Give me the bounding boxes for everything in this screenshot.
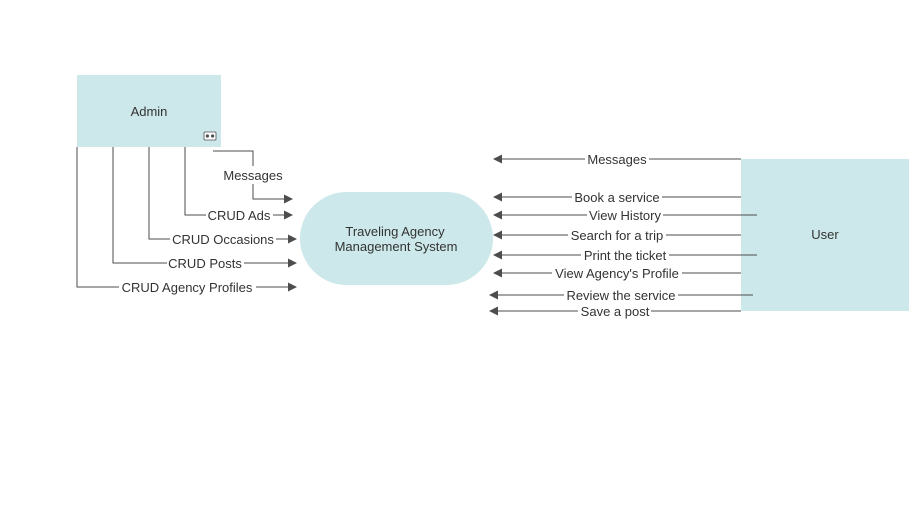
flow-label: Search for a trip [571,228,664,243]
admin-flows: Messages CRUD Ads CRUD Occasions CRUD Po… [76,147,297,295]
flow-admin-crud-posts[interactable]: CRUD Posts [112,147,297,271]
user-box [741,159,909,311]
system-process[interactable]: Traveling Agency Management System [300,192,493,285]
flow-user-view-agency-profile[interactable]: View Agency's Profile [493,266,741,281]
system-label-line2: Management System [335,239,458,254]
flow-label: Messages [587,152,647,167]
link-icon [203,131,217,141]
admin-box [77,75,221,147]
flow-user-view-history[interactable]: View History [493,208,757,223]
flow-label: Save a post [581,304,650,319]
flow-user-book-service[interactable]: Book a service [493,190,741,205]
flow-label: Review the service [566,288,675,303]
flow-label: Messages [223,168,283,183]
user-flows: Messages Book a service View History Sea… [489,152,757,319]
flow-user-print-ticket[interactable]: Print the ticket [493,248,757,263]
flow-user-save-post[interactable]: Save a post [489,304,741,319]
flow-label: Print the ticket [584,248,667,263]
flow-user-review-service[interactable]: Review the service [489,288,753,303]
flow-label: CRUD Occasions [172,232,274,247]
flow-admin-crud-ads[interactable]: CRUD Ads [184,147,293,223]
flow-label: View Agency's Profile [555,266,679,281]
flow-admin-crud-agency-profiles[interactable]: CRUD Agency Profiles [76,147,297,295]
admin-label: Admin [131,104,168,119]
system-label-line1: Traveling Agency [345,224,445,239]
flow-admin-crud-occasions[interactable]: CRUD Occasions [148,147,297,247]
flow-admin-messages[interactable]: Messages [213,150,293,204]
admin-entity[interactable]: Admin [77,75,221,147]
user-label: User [811,227,839,242]
flow-label: CRUD Ads [208,208,271,223]
flow-user-search-trip[interactable]: Search for a trip [493,228,741,243]
system-shape [300,192,493,285]
flow-label: CRUD Agency Profiles [122,280,253,295]
flow-label: CRUD Posts [168,256,242,271]
flow-label: Book a service [574,190,659,205]
flow-user-messages[interactable]: Messages [493,152,741,167]
user-entity[interactable]: User [741,159,909,311]
flow-label: View History [589,208,662,223]
